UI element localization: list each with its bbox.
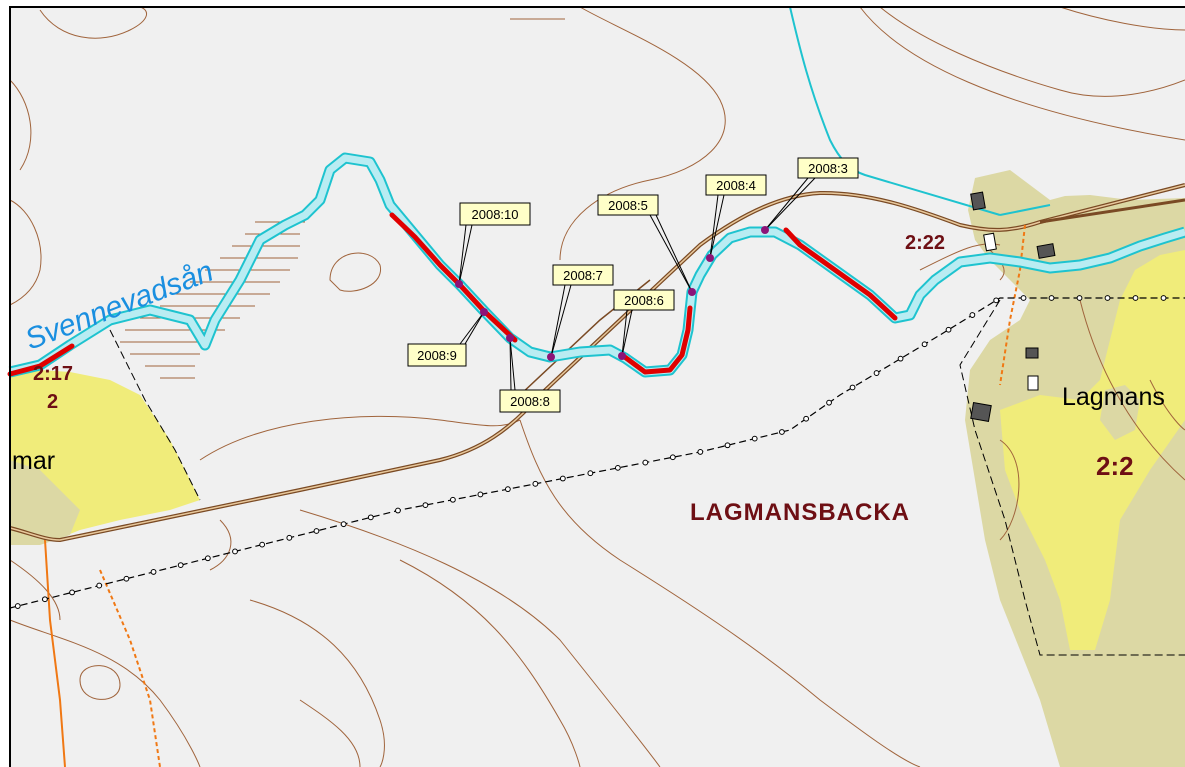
- railway-tie-marker: [779, 429, 785, 435]
- railway-tie-marker: [969, 312, 976, 318]
- callout-label: 2008:6: [624, 293, 664, 308]
- callout-label: 2008:3: [808, 161, 848, 176]
- callout-label: 2008:9: [417, 348, 457, 363]
- callout-2008-10[interactable]: 2008:10: [459, 202, 531, 226]
- railway-tie-marker: [945, 326, 952, 333]
- railway-tie-marker: [14, 603, 21, 609]
- railway-tie-marker: [367, 514, 374, 521]
- railway-tie-marker: [150, 569, 157, 575]
- parcel-label-2-17: 2:17: [33, 363, 73, 385]
- railway-tie-marker: [803, 415, 810, 422]
- railway-tie-marker: [642, 459, 649, 466]
- railway-tie-marker: [340, 521, 347, 528]
- railway-tie-marker: [849, 384, 856, 391]
- railway-tie-marker: [313, 528, 320, 534]
- railway-tie-marker: [1160, 295, 1167, 301]
- place-label-left: mar: [12, 447, 55, 475]
- railway-tie-marker: [587, 470, 594, 477]
- callout-2008-7[interactable]: 2008:7: [552, 264, 614, 286]
- field-right: [1000, 250, 1185, 650]
- railway-tie-marker: [697, 449, 704, 455]
- railway-tie-marker: [177, 562, 184, 569]
- tracks: [44, 224, 1026, 767]
- railway-tie-marker: [1020, 295, 1027, 301]
- callout-2008-4[interactable]: 2008:4: [705, 174, 767, 196]
- callout-label: 2008:5: [608, 198, 648, 213]
- railway-tie-marker: [449, 496, 456, 503]
- railway-tie-marker: [123, 575, 130, 582]
- field-left: [10, 370, 200, 545]
- railway-tie-marker: [504, 486, 511, 493]
- callout-2008-9[interactable]: 2008:9: [407, 343, 467, 367]
- railway-tie-marker: [897, 355, 904, 362]
- callout-label: 2008:4: [716, 178, 756, 193]
- railway-tie-marker: [532, 480, 539, 487]
- railway-tie-marker: [259, 541, 266, 548]
- railway-tie-marker: [96, 582, 103, 589]
- callout-label: 2008:8: [510, 394, 550, 409]
- railway-tie-marker: [669, 454, 676, 461]
- callout-2008-3[interactable]: 2008:3: [797, 157, 859, 179]
- railway-tie-marker: [993, 297, 1000, 304]
- survey-callouts: 2008:3 2008:4 2008:5 2008:6 2008:7 2008:…: [407, 157, 859, 413]
- railway-tie-marker: [422, 502, 429, 508]
- railway-tie-marker: [1104, 295, 1111, 301]
- railway-tie-marker: [69, 589, 75, 596]
- place-label-right: Lagmans: [1062, 383, 1165, 411]
- railway-tie-marker: [232, 548, 238, 555]
- railway-tie-marker: [559, 475, 566, 482]
- railway-tie-marker: [204, 555, 211, 562]
- railway-tie-marker: [1048, 295, 1055, 301]
- railway: [9, 295, 1185, 609]
- highlighted-river-sections: [7, 212, 898, 377]
- railway-tie-marker: [751, 435, 758, 442]
- buildings: [970, 191, 1056, 423]
- railway-tie-marker: [395, 507, 401, 514]
- callout-label: 2008:10: [472, 207, 519, 222]
- river-svennevadsan: [8, 152, 1185, 378]
- railway-tie-marker: [826, 399, 832, 406]
- railway-tie-marker: [921, 341, 928, 348]
- railway-tie-marker: [1076, 295, 1083, 301]
- property-boundaries: [109, 299, 1185, 656]
- railway-tie-marker: [477, 491, 484, 498]
- contour-lines: [9, 6, 1185, 767]
- parcel-label-2-2: 2:2: [1096, 451, 1134, 481]
- callout-2008-5[interactable]: 2008:5: [597, 194, 659, 216]
- railway-tie-marker: [724, 442, 731, 449]
- parcel-label-2-22: 2:22: [905, 232, 945, 254]
- callout-2008-8[interactable]: 2008:8: [499, 389, 561, 413]
- area-label: LAGMANSBACKA: [690, 499, 910, 526]
- callout-2008-6[interactable]: 2008:6: [613, 289, 675, 311]
- railway-tie-marker: [286, 534, 293, 541]
- railway-tie-marker: [873, 370, 880, 376]
- road: [9, 183, 1185, 543]
- callout-label: 2008:7: [563, 268, 603, 283]
- parcel-label-2: 2: [47, 391, 58, 413]
- railway-tie-marker: [614, 464, 621, 471]
- railway-tie-marker: [1132, 295, 1139, 301]
- railway-tie-marker: [42, 596, 48, 603]
